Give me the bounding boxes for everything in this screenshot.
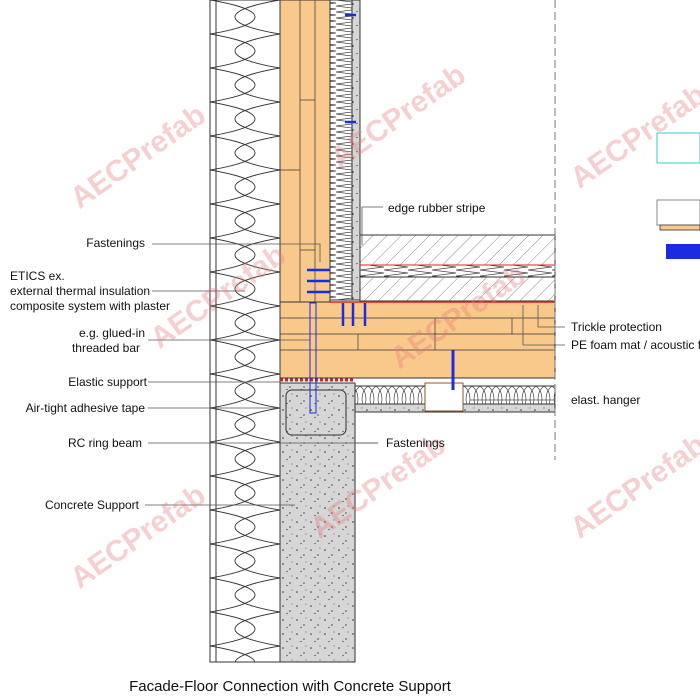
label-trickle: Trickle protection bbox=[571, 320, 662, 334]
label-etics-3: composite system with plaster bbox=[10, 299, 171, 313]
label-concrete-support: Concrete Support bbox=[44, 498, 139, 512]
leader-lines bbox=[145, 206, 565, 506]
label-etics-2: external thermal insulation bbox=[10, 284, 151, 298]
drawing-title: Facade-Floor Connection with Concrete Su… bbox=[129, 678, 451, 695]
label-air-tight-tape: Air-tight adhesive tape bbox=[25, 401, 145, 415]
label-glued-1: e.g. glued-in bbox=[78, 326, 145, 340]
label-rc-ring-beam: RC ring beam bbox=[67, 436, 142, 450]
label-hanger: elast. hanger bbox=[571, 393, 641, 407]
clt-wall bbox=[279, 0, 331, 303]
fasteners bbox=[307, 13, 367, 326]
label-fastenings-top: Fastenings bbox=[86, 236, 145, 250]
clt-floor-slab bbox=[279, 301, 556, 379]
label-fastenings-bottom: Fastenings bbox=[386, 436, 445, 450]
screed bbox=[359, 234, 556, 266]
label-edge-rubber: edge rubber stripe bbox=[388, 201, 486, 215]
label-pe-foam: PE foam mat / acoustic foil bbox=[571, 338, 700, 352]
label-glued-2: threaded bar bbox=[71, 341, 140, 355]
elastic-hanger bbox=[424, 382, 464, 412]
threaded-bar bbox=[309, 302, 317, 414]
legend-swatch bbox=[666, 244, 700, 259]
label-etics-1: ETICS ex. bbox=[10, 269, 65, 283]
concrete-support bbox=[279, 382, 356, 663]
label-elastic-support: Elastic support bbox=[68, 375, 147, 389]
etics-insulation bbox=[209, 0, 281, 663]
